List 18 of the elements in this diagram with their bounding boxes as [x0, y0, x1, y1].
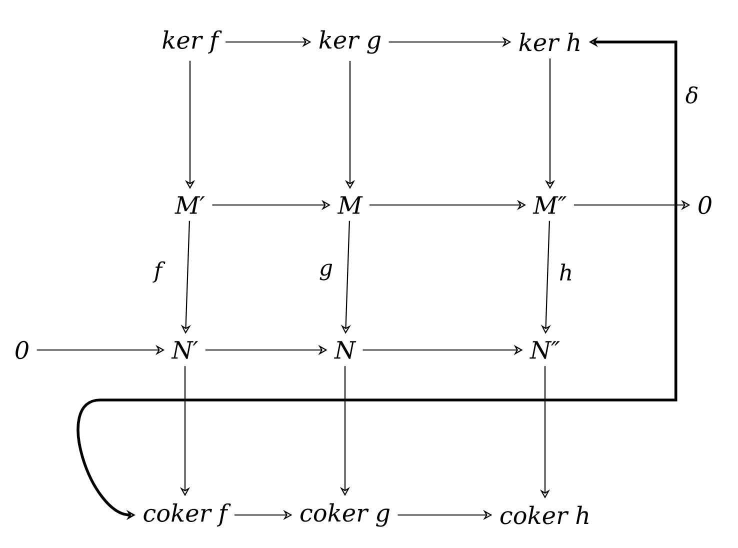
edge-label: f [152, 260, 166, 284]
math-object: N″ [530, 341, 560, 359]
math-object: ker g [319, 30, 381, 54]
math-object: M′ [174, 196, 205, 214]
math-object: 0 [16, 340, 28, 360]
math-object: M″ [532, 196, 567, 214]
math-object: 0 [698, 196, 712, 214]
math-object: M [337, 196, 363, 214]
math-object: ker h [519, 32, 580, 52]
math-object: coker g [300, 503, 390, 527]
math-object: coker h [500, 506, 588, 524]
edge-label: δ [684, 85, 700, 105]
math-object: ker f [162, 30, 222, 54]
math-object: coker f [144, 503, 231, 527]
math-object: N′ [171, 341, 198, 359]
edge-label: g [318, 262, 334, 282]
math-object: N [334, 341, 356, 359]
edge-label: h [558, 262, 574, 282]
